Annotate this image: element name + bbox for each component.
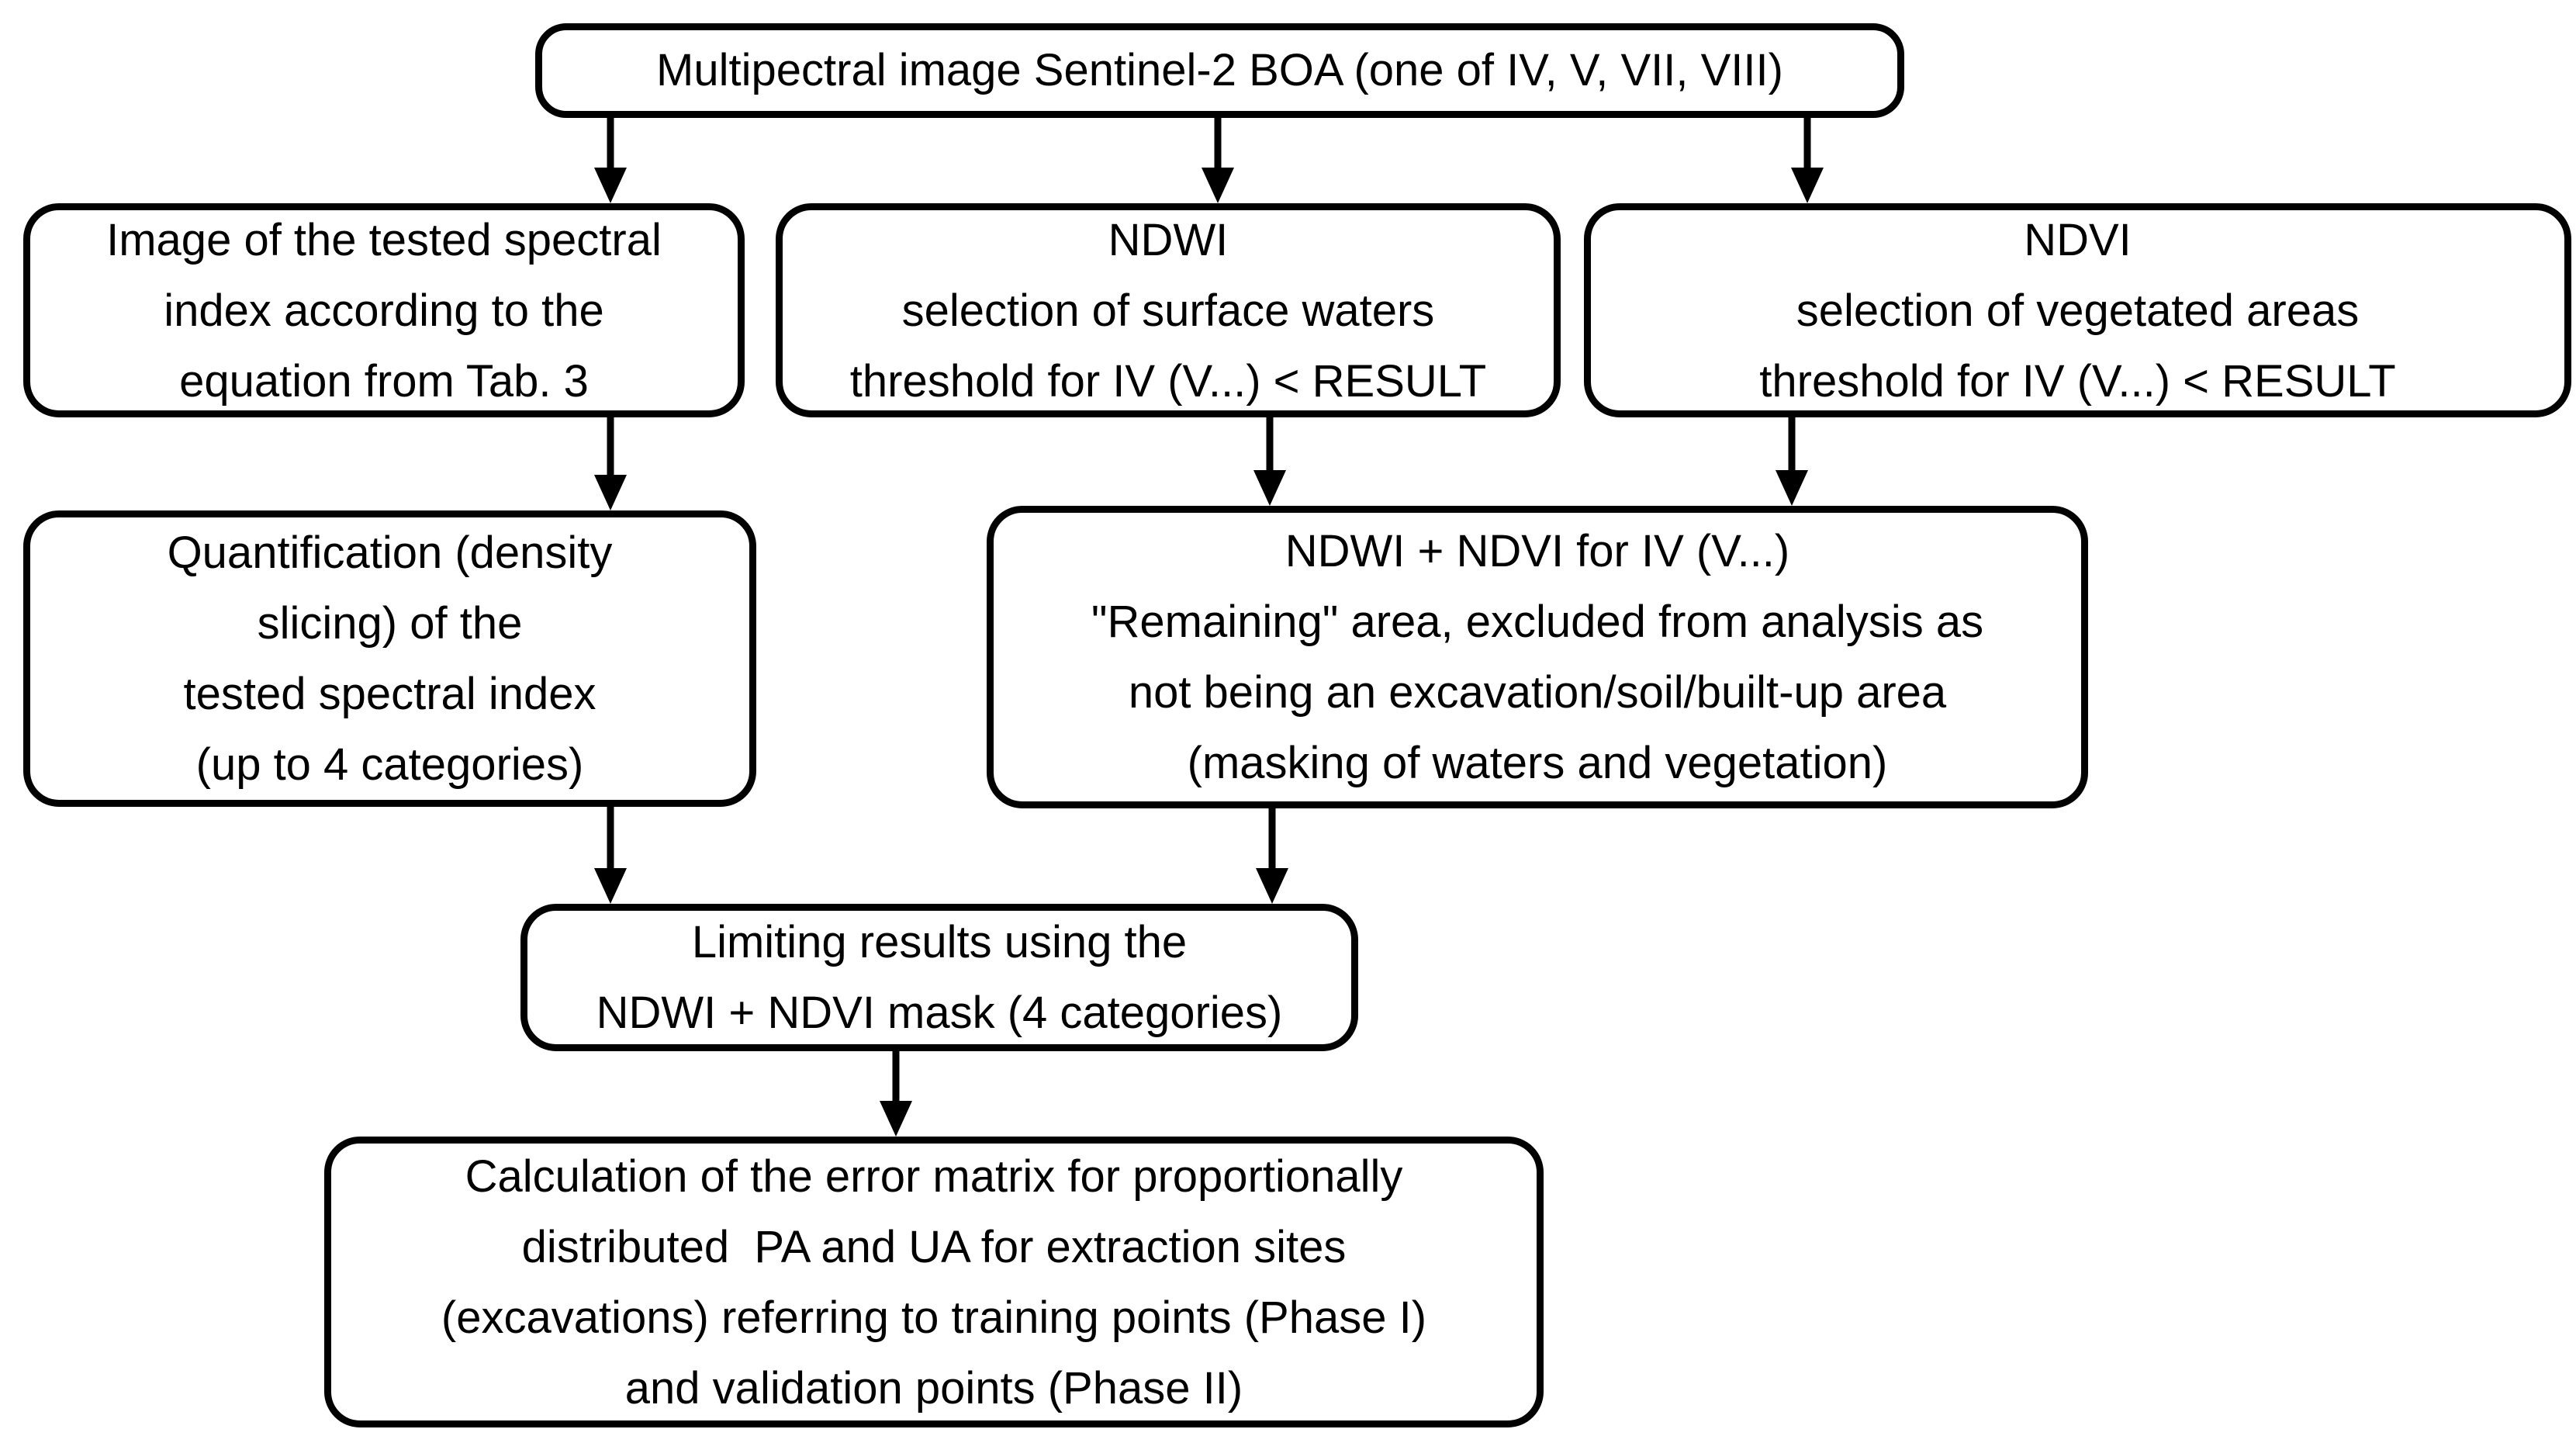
- arrow-ndvi-to-masking: [1776, 417, 1808, 506]
- arrow-source-to-ndvi: [1791, 118, 1824, 203]
- node-limiting-results: Limiting results using the NDWI + NDVI m…: [520, 904, 1358, 1051]
- node-ndwi-ndvi-masking: NDWI + NDVI for IV (V...) "Remaining" ar…: [987, 506, 2088, 808]
- node-error-matrix-calculation: Calculation of the error matrix for prop…: [324, 1137, 1544, 1427]
- arrow-masking-to-limiting: [1256, 808, 1288, 904]
- arrow-source-to-ndwi: [1202, 118, 1234, 203]
- node-quantification: Quantification (density slicing) of the …: [23, 510, 756, 807]
- arrow-tested-index-to-quantification: [594, 417, 627, 510]
- node-ndvi-selection: NDVI selection of vegetated areas thresh…: [1584, 203, 2571, 417]
- arrow-limiting-to-error-matrix: [880, 1051, 912, 1137]
- arrow-source-to-tested-index: [594, 118, 627, 203]
- arrow-ndwi-to-masking: [1253, 417, 1286, 506]
- arrow-quantification-to-limiting: [594, 807, 627, 904]
- node-tested-spectral-index: Image of the tested spectral index accor…: [23, 203, 745, 417]
- node-ndwi-selection: NDWI selection of surface waters thresho…: [776, 203, 1561, 417]
- node-source-image: Multipectral image Sentinel-2 BOA (one o…: [535, 23, 1904, 118]
